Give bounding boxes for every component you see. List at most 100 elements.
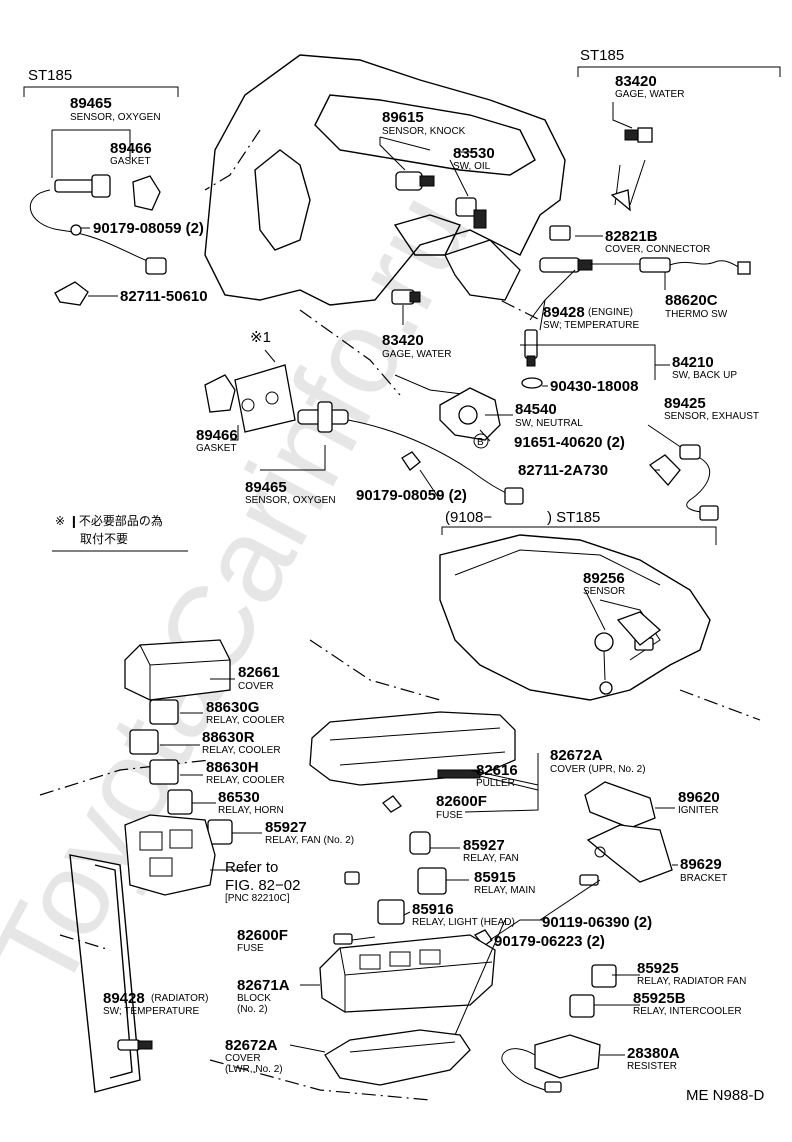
part-number: 89256 (583, 570, 625, 587)
part-number: 89615 (382, 109, 424, 126)
part-name: RELAY, RADIATOR FAN (637, 976, 746, 987)
part-name: GAGE, WATER (382, 349, 451, 360)
part-name: COVER (UPR, No. 2) (550, 764, 646, 775)
part-name: SENSOR (583, 586, 625, 597)
radiator-temp-switch-drawing (117, 1039, 153, 1051)
part-number: 89425 (664, 395, 706, 412)
part-name: SW; TEMPERATURE (103, 1006, 199, 1017)
part-name: RELAY, MAIN (474, 885, 535, 896)
group-headers: ST185 ST185 (9108− ) ST185 (28, 47, 624, 526)
part-name: RELAY, LIGHT (HEAD) (412, 917, 515, 928)
part-name: RELAY, FAN (No. 2) (265, 835, 354, 846)
engine-outline-lower (309, 534, 761, 721)
part-number: 88620C (665, 292, 718, 309)
block-82671a-drawing (319, 934, 496, 1013)
part-number: 90119-06390 (2) (542, 914, 652, 931)
part-number: 85927 (463, 837, 505, 854)
relays-left-drawing (129, 699, 233, 845)
part-name: GASKET (110, 156, 151, 167)
callout-b-circle (473, 433, 489, 449)
part-number: 90430-18008 (550, 378, 638, 395)
part-number: 90179-08059 (2) (356, 487, 467, 504)
part-number: 88630G (206, 699, 259, 716)
part-number: 82672A (225, 1037, 278, 1054)
part-name: RELAY, HORN (218, 805, 284, 816)
part-number: 89465 (245, 479, 287, 496)
part-number: 89428 (103, 990, 145, 1007)
part-tag: (RADIATOR) (151, 993, 208, 1004)
part-name: RELAY, COOLER (206, 775, 285, 786)
cover-lower-drawing (324, 1029, 471, 1086)
part-number: 89465 (70, 95, 112, 112)
neutral-switch-drawing (439, 387, 501, 441)
part-number: 86530 (218, 789, 260, 806)
part-number: 85915 (474, 869, 516, 886)
part-name: COVER (238, 681, 274, 692)
part-number: 89466 (196, 427, 238, 444)
knock-sensor-drawing (395, 171, 487, 229)
part-number: 85916 (412, 901, 454, 918)
sensor-89256-drawing (594, 611, 662, 695)
oxygen-sensor-left-drawing (29, 174, 167, 306)
part-number: 90179-08059 (2) (93, 220, 204, 237)
part-name: SW, BACK UP (672, 370, 737, 381)
part-name-2: (LWR, No. 2) (225, 1064, 283, 1075)
resister-drawing (501, 1034, 601, 1093)
part-number: 82711-2A730 (518, 462, 608, 479)
part-name: SENSOR, KNOCK (382, 126, 466, 137)
part-tag: (ENGINE) (588, 307, 633, 318)
part-name: SENSOR, OXYGEN (70, 112, 161, 123)
part-number: 85927 (265, 819, 307, 836)
oxygen-sensor-center-drawing (204, 364, 524, 505)
part-name: COVER (225, 1053, 261, 1064)
part-name: FUSE (237, 943, 264, 954)
part-number: 82672A (550, 747, 603, 764)
part-number: 89428 (543, 304, 585, 321)
part-number: 82616 (476, 762, 518, 779)
part-number: 84210 (672, 354, 714, 371)
note-line-1: ※ ❙不必要部品の為 (55, 513, 163, 528)
connector-cluster-drawing (444, 225, 751, 301)
part-name: IGNITER (678, 805, 719, 816)
callout-b: B (477, 437, 484, 448)
part-name: COVER, CONNECTOR (605, 244, 710, 255)
note-line-2: 取付不要 (80, 532, 128, 546)
water-gage-right-drawing (610, 127, 653, 212)
part-name: GAGE, WATER (615, 89, 684, 100)
note-marker: ※1 (250, 329, 271, 346)
part-number: 82600F (436, 793, 487, 810)
part-name: SENSOR, EXHAUST (664, 411, 759, 422)
part-name: SW, NEUTRAL (515, 418, 583, 429)
part-name: RELAY, FAN (463, 853, 519, 864)
part-number: 88630R (202, 729, 255, 746)
relay-block-left-drawing (124, 814, 216, 896)
part-name: RESISTER (627, 1061, 677, 1072)
part-number: 82711-50610 (120, 288, 208, 305)
part-name: BRACKET (680, 873, 727, 884)
reference-line-2: FIG. 82−02 (225, 877, 300, 894)
exhaust-sensor-drawing (647, 424, 719, 521)
part-number: 28380A (627, 1045, 680, 1062)
reference-block: Refer to FIG. 82−02 [PNC 82210C] (225, 859, 300, 904)
leader-lines (23, 66, 781, 1056)
cover-upper-drawing (309, 711, 516, 813)
part-number: 83420 (382, 332, 424, 349)
part-name: RELAY, COOLER (202, 745, 281, 756)
part-number: 82661 (238, 664, 280, 681)
part-name: THERMO SW (665, 309, 728, 320)
relays-right-bottom-drawing (569, 964, 617, 1018)
group-st185-sensor-prefix: (9108− (445, 509, 492, 526)
part-name: RELAY, COOLER (206, 715, 285, 726)
radiator-outline (39, 759, 431, 1101)
part-name: SENSOR, OXYGEN (245, 495, 336, 506)
water-gage-center-drawing (391, 289, 421, 305)
reference-line-1: Refer to (225, 859, 278, 876)
note-block: ※1 ※ ❙不必要部品の為 取付不要 (52, 329, 271, 552)
part-name: BLOCK (237, 993, 271, 1004)
part-name: SW, OIL (453, 161, 491, 172)
part-name: PULLER (476, 778, 515, 789)
part-number: 90179-06223 (2) (494, 933, 605, 950)
part-name: FUSE (436, 810, 463, 821)
part-number: 89620 (678, 789, 720, 806)
